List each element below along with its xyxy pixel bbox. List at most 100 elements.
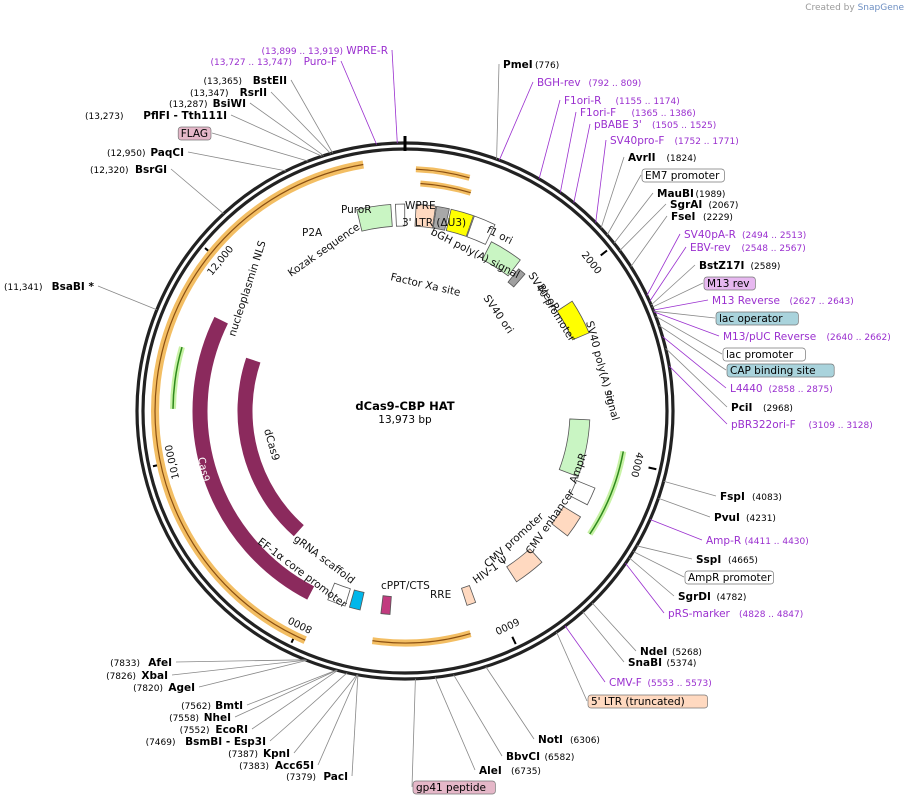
site-coord: (1365 .. 1386) xyxy=(632,109,696,119)
site-coord: (2589) xyxy=(751,262,781,272)
site-name: BstEII xyxy=(253,75,287,87)
site-name: FseI xyxy=(671,211,695,223)
leader-line xyxy=(653,310,716,319)
site-name: NheI xyxy=(204,712,231,724)
leader-line xyxy=(653,311,720,337)
leader-line xyxy=(658,497,711,518)
site-label-feature-teal: lac operator xyxy=(715,311,799,326)
site-name: SgrDI xyxy=(678,591,711,603)
orange-feature-arc-top-1-core xyxy=(415,168,470,179)
leader-line xyxy=(606,174,642,236)
site-label-enzyme: BstZ17I(2589) xyxy=(699,260,780,272)
leader-line xyxy=(170,168,224,215)
site-name: pBR322ori-F xyxy=(731,419,796,431)
wpre-feature xyxy=(394,203,406,227)
feature-label-box xyxy=(722,347,806,362)
site-label-enzyme: BsiWI(13,287) xyxy=(169,98,246,110)
site-coord: (7820) xyxy=(133,684,163,694)
tick-label: 6000 xyxy=(493,615,521,636)
site-label-enzyme: PacI(7379) xyxy=(286,771,348,783)
site-label-enzyme: NdeI(5268) xyxy=(640,646,702,658)
site-label-enzyme: EcoRI (7552) xyxy=(180,724,248,736)
leader-line xyxy=(496,63,500,160)
feature-label-box xyxy=(703,276,756,291)
leader-line xyxy=(655,315,723,355)
orange-feature-arc-top-1 xyxy=(415,166,471,181)
label-sv40-polya: SV40 poly(A) signal xyxy=(583,320,621,422)
site-coord: (7558) xyxy=(169,714,199,724)
site-name: PmeI xyxy=(503,59,533,71)
orange-feature-arc-left-core xyxy=(154,163,364,641)
site-name: M13 rev xyxy=(707,278,750,290)
site-name: F1ori-R xyxy=(564,95,601,107)
site-name: BsrGI xyxy=(135,164,167,176)
leader-line xyxy=(653,299,709,311)
site-label-enzyme: NotI(6306) xyxy=(538,734,600,746)
site-name: AfeI xyxy=(148,657,172,669)
site-name: Puro-F xyxy=(304,56,337,68)
site-coord: (4665) xyxy=(728,556,758,566)
cyan-feature xyxy=(348,589,365,611)
site-name: PciI xyxy=(731,402,752,414)
site-name: lac promoter xyxy=(726,349,794,361)
leader-line xyxy=(619,203,667,251)
site-label-primer: M13/pUC Reverse(2640 .. 2662) xyxy=(723,331,891,343)
plasmid-length: 13,973 bp xyxy=(378,414,432,426)
leader-line xyxy=(665,348,728,408)
site-name: PflFI - Tth111I xyxy=(143,110,227,122)
site-label-enzyme: Acc65I(7383) xyxy=(239,760,314,772)
site-coord: (12,950) xyxy=(107,149,146,159)
label-kozak: Kozak sequence xyxy=(286,221,362,279)
site-label-feature-peach: 5' LTR (truncated) xyxy=(587,694,708,709)
site-label-enzyme: PflFI - Tth111I(13,273) xyxy=(85,110,227,122)
site-name: MauBI xyxy=(657,188,694,200)
leader-line xyxy=(630,215,668,267)
site-name: EcoRI xyxy=(215,724,248,736)
site-label-enzyme: BsmBI - Esp3I(7469) xyxy=(146,736,266,748)
orange-feature-arc-bottom-core xyxy=(372,633,471,644)
leader-line xyxy=(234,669,338,718)
site-label-primer: Amp-R(4411 .. 4430) xyxy=(706,535,809,547)
leader-line xyxy=(293,674,358,754)
leader-line xyxy=(564,625,606,683)
feature-label-box xyxy=(726,363,835,378)
leader-line xyxy=(351,674,359,777)
snapgene-logo-text: SnapGene xyxy=(857,3,904,13)
site-label-primer: F1ori-F(1365 .. 1386) xyxy=(580,107,696,119)
f1ori-feature xyxy=(432,205,450,231)
leader-line xyxy=(251,670,338,730)
site-coord: (7552) xyxy=(180,726,210,736)
orange-feature-arc-bottom xyxy=(371,630,472,647)
ampr-feature xyxy=(558,418,591,478)
site-label-enzyme: BsrGI(12,320) xyxy=(90,164,167,176)
site-label-primer: Puro-F (13,727 .. 13,747) xyxy=(211,56,337,68)
site-label-primer: SV40pro-F(1752 .. 1771) xyxy=(610,135,739,147)
label-rre: RRE xyxy=(430,589,451,601)
site-name: SspI xyxy=(696,554,721,566)
feature-label-box xyxy=(412,780,496,795)
site-name: 5' LTR (truncated) xyxy=(591,696,685,708)
site-label-enzyme: XbaI(7826) xyxy=(106,670,168,682)
site-label-enzyme: FseI(2229) xyxy=(671,211,733,223)
site-coord: (2548 .. 2567) xyxy=(742,244,806,254)
site-label-enzyme: KpnI(7387) xyxy=(228,748,290,760)
site-coord: (13,727 .. 13,747) xyxy=(211,58,292,68)
label-puror: PuroR xyxy=(341,204,372,216)
site-coord: (5268) xyxy=(672,648,702,658)
em7-feature xyxy=(507,268,526,288)
site-coord: (7826) xyxy=(106,672,136,682)
site-label-feature-purple: M13 rev xyxy=(703,276,756,291)
site-name: FLAG xyxy=(181,128,208,140)
label-cas9: Cas9 xyxy=(195,456,211,482)
leader-line xyxy=(187,151,287,172)
feature-label-box xyxy=(715,311,799,326)
site-label-feature-pink: gp41 peptide xyxy=(412,780,496,795)
tick-mark xyxy=(648,466,657,471)
ori-feature xyxy=(556,300,590,341)
leader-line xyxy=(636,545,693,560)
site-coord: (2968) xyxy=(763,404,793,414)
leader-line xyxy=(317,674,358,766)
plasmid-name: dCas9-CBP HAT xyxy=(355,399,454,413)
feature-shapes xyxy=(327,203,596,615)
site-labels: PmeI(776)BGH-rev(792 .. 809)F1ori-R(1155… xyxy=(4,45,891,795)
